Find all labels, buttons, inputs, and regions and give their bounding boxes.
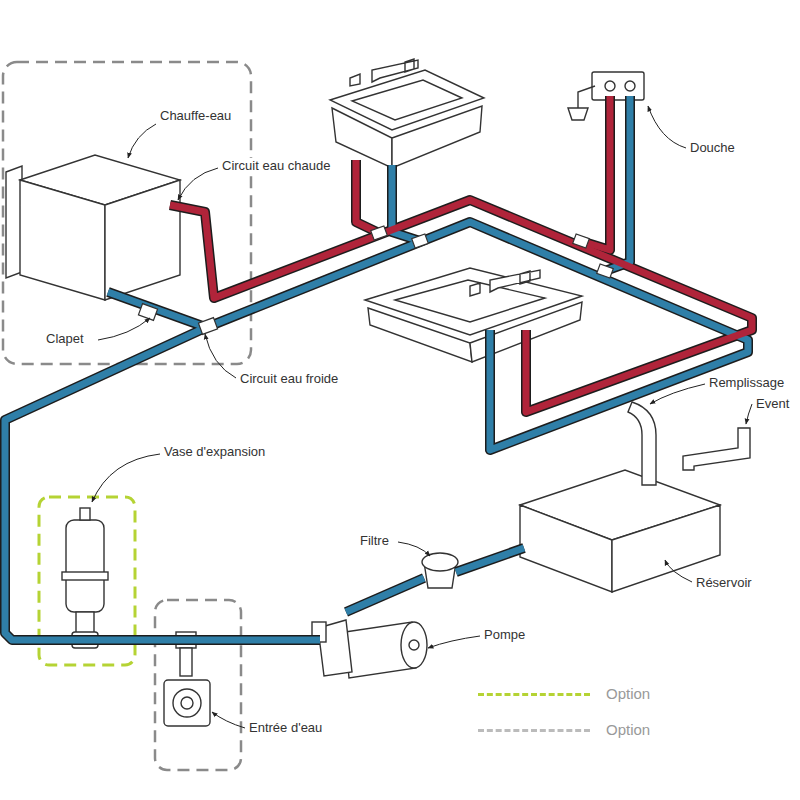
- expansion-vessel: [66, 520, 104, 612]
- pipe-outline: [456, 548, 524, 572]
- water-heater: [105, 180, 180, 300]
- leader-lines: [650, 384, 705, 404]
- pipe: [5, 222, 748, 640]
- sink-top: [350, 59, 418, 86]
- pipe-outline: [356, 160, 379, 233]
- part-label: Réservoir: [694, 575, 754, 591]
- water-inlet: [181, 697, 193, 709]
- sink-middle: [365, 268, 582, 362]
- leader-lines: [746, 404, 752, 424]
- pipe: [456, 548, 524, 572]
- part-label: Chauffe-eau: [158, 108, 233, 124]
- fittings: [138, 304, 157, 321]
- water-inlet: [173, 689, 201, 717]
- leader-lines: [665, 560, 692, 582]
- sink-top: [352, 80, 462, 120]
- pipe-outline: [108, 292, 208, 328]
- water-inlet: [164, 632, 210, 726]
- leader-lines: [98, 318, 150, 340]
- fittings: [573, 234, 590, 248]
- sink-middle: [365, 268, 582, 335]
- fittings: [412, 234, 429, 248]
- fittings: [138, 226, 613, 334]
- fittings: [597, 264, 614, 278]
- legend-swatch: [478, 693, 590, 696]
- shower: [578, 86, 595, 108]
- pipe: [108, 292, 208, 328]
- shower: [592, 72, 644, 100]
- part-label: Pompe: [482, 627, 527, 643]
- heater-group-box: [3, 62, 251, 364]
- pipe-outline: [346, 578, 424, 612]
- part-label: Event: [754, 396, 791, 412]
- pump: [409, 640, 419, 650]
- expansion-vessel: [80, 508, 90, 520]
- water-inlet: [180, 648, 192, 676]
- fittings: [371, 226, 388, 240]
- water-inlet: [164, 680, 210, 726]
- part-label: Entrée d'eau: [247, 720, 324, 736]
- pipe-label: Circuit eau chaude: [220, 158, 332, 174]
- expansion-vessel: [76, 612, 94, 634]
- part-label: Filtre: [358, 533, 391, 549]
- shower: [625, 81, 635, 91]
- sink-middle: [470, 270, 540, 296]
- filter: [422, 553, 458, 571]
- pipe-label: Circuit eau froide: [238, 371, 340, 387]
- leader-lines: [128, 124, 156, 158]
- water-heater: [20, 180, 105, 300]
- part-label: Douche: [688, 140, 737, 156]
- leader-lines: [212, 712, 245, 728]
- sink-top: [330, 59, 484, 168]
- leader-lines: [398, 542, 430, 556]
- part-label: Vase d'expansion: [162, 444, 267, 460]
- reservoir: [683, 428, 750, 470]
- leader-lines: [92, 106, 752, 728]
- filter: [422, 553, 458, 588]
- pump: [401, 622, 427, 668]
- legend-text: Option: [606, 721, 650, 739]
- part-label: Clapet: [44, 331, 86, 347]
- pipe: [581, 96, 610, 250]
- reservoir: [628, 402, 656, 485]
- expansion-vessel: [62, 508, 108, 648]
- option-box-grey: [155, 600, 241, 770]
- pipe: [170, 200, 752, 412]
- pipes: [5, 96, 752, 640]
- leader-lines: [428, 636, 480, 648]
- leader-lines: [92, 454, 160, 502]
- part-label: Remplissage: [707, 375, 786, 391]
- shower: [605, 81, 615, 91]
- expansion-vessel: [62, 572, 108, 580]
- legend-text: Option: [606, 685, 650, 703]
- reservoir: [520, 505, 612, 592]
- pipe-outline: [581, 96, 610, 250]
- leader-lines: [205, 334, 236, 378]
- leader-lines: [648, 106, 686, 148]
- shower: [568, 108, 588, 120]
- leader-lines: [178, 168, 218, 200]
- pipe: [356, 160, 379, 233]
- pump: [312, 620, 427, 678]
- legend-swatch: [478, 729, 590, 732]
- pipe: [346, 578, 424, 612]
- fittings: [198, 318, 217, 335]
- pipe-outline: [5, 222, 748, 640]
- water-heater: [6, 155, 180, 300]
